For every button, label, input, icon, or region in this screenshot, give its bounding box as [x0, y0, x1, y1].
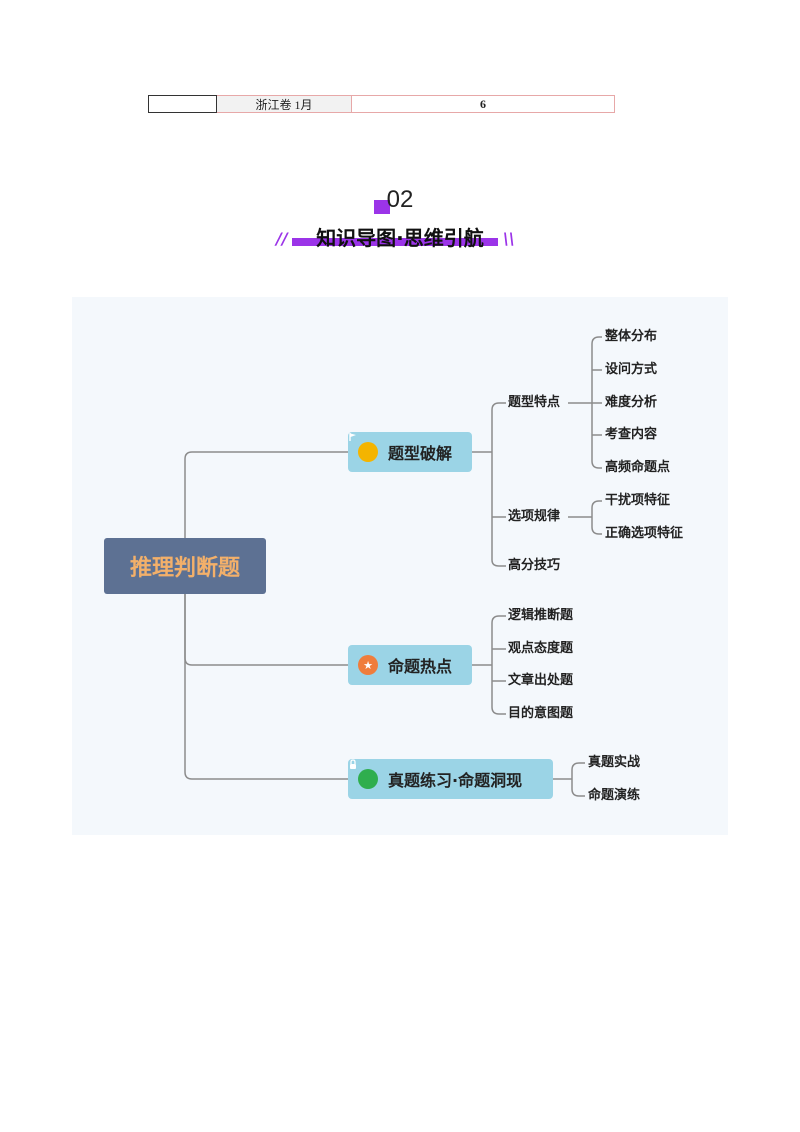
branch-practice: 真题练习·命题洞现 [348, 759, 553, 799]
slash-left-decoration: // [276, 229, 288, 248]
node-option-patterns: 选项规律 [508, 509, 561, 524]
section-title-highlight [292, 238, 498, 246]
leaf-item: 考查内容 [605, 427, 658, 442]
node-question-features: 题型特点 [508, 395, 561, 410]
leaf-item: 目的意图题 [508, 706, 574, 721]
section-number-highlight [374, 200, 390, 214]
leaf-item: 正确选项特征 [605, 526, 684, 541]
node-high-score-tips: 高分技巧 [508, 558, 561, 573]
leaf-item: 命题演练 [588, 788, 641, 803]
branch-question-type: 题型破解 [348, 432, 472, 472]
section-title: 知识导图·思维引航 [316, 226, 484, 250]
mind-map-root: 推理判断题 [104, 538, 266, 594]
leaf-item: 难度分析 [605, 395, 658, 410]
branch-label: 真题练习·命题洞现 [388, 771, 523, 790]
branch-label: 题型破解 [388, 444, 453, 463]
leaf-item: 干扰项特征 [605, 493, 671, 508]
leaf-item: 设问方式 [605, 362, 658, 377]
leaf-item: 逻辑推断题 [508, 608, 574, 623]
mind-map-connectors [184, 336, 602, 797]
mind-map: 推理判断题 题型破解 ★ 命题热点 真题练习·命题洞现 题型特点 选项规律 高分… [72, 297, 728, 835]
leaf-item: 观点态度题 [508, 641, 574, 656]
table-cell-exam: 浙江卷 1月 [217, 95, 351, 113]
branch-label: 命题热点 [388, 657, 453, 676]
slash-right-decoration: \\ [503, 229, 515, 248]
table-cell-page: 6 [351, 95, 615, 113]
flag-icon [349, 433, 378, 462]
branch-hot-topics: ★ 命题热点 [348, 645, 472, 685]
table-cell-blank [148, 95, 217, 113]
star-icon: ★ [358, 655, 378, 675]
section-number: 02 [386, 186, 414, 213]
leaf-item: 高频命题点 [605, 460, 671, 475]
leaf-item: 整体分布 [605, 329, 658, 344]
header-table: 浙江卷 1月 6 [148, 95, 615, 113]
lock-icon [350, 759, 378, 789]
leaf-item: 文章出处题 [508, 673, 574, 688]
leaf-item: 真题实战 [588, 755, 641, 770]
